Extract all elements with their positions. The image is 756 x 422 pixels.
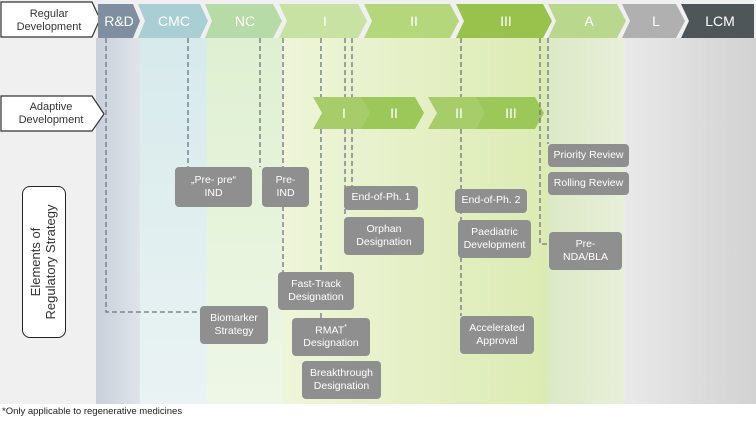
rmat-label-line: RMAT* [315,324,347,338]
rmat-asterisk: * [344,323,347,331]
paediatric-development-box: Paediatric Development [458,220,531,258]
fast-track-designation-box: Fast-Track Designation [278,272,354,310]
phase-i [279,4,367,38]
elements-label: Elements of Regulatory Strategy [28,204,58,320]
phase-lcm [681,4,754,38]
adaptive-development-arrow [0,95,105,132]
phase-iii [456,4,552,38]
phase-label-nc: NC [234,13,256,29]
end-of-ph1-box: End-of-Ph. 1 [344,186,418,210]
pre-nda-bla-box: Pre- NDA/BLA [549,232,622,270]
footnote: *Only applicable to regenerative medicin… [2,406,183,417]
adaptive-phase-i [313,97,372,129]
launch-column [624,38,756,404]
adaptive-development-label: Adaptive Development [18,101,84,127]
phase-nc [205,4,282,38]
breakthrough-designation-box: Breakthrough Designation [302,361,381,399]
phase-a [548,4,626,38]
adaptive-phase-ii [361,97,424,129]
pre-pre-ind-box: „Pre- pre“ IND [175,167,252,207]
phase-l [622,4,685,38]
phase-label-l: L [652,13,660,29]
adaptive-label-ii-2: II [455,105,463,121]
adaptive-phase-ii-2 [428,97,487,129]
phase-label-iii: III [500,13,512,29]
rd-column [96,38,140,404]
adaptive-label-i: I [342,105,346,121]
phase-label-lcm: LCM [705,13,735,29]
phase-label-ii: II [410,13,418,29]
connector-pre-nda [539,38,548,245]
rolling-review-box: Rolling Review [548,172,629,195]
connector-biomarker [105,38,200,313]
phase-label-rd: R&D [104,13,134,29]
rmat-designation-box: RMAT* Designation [292,318,370,356]
accelerated-approval-box: Accelerated Approval [460,316,534,354]
adaptive-label-ii: II [390,105,398,121]
approval-column [548,38,624,404]
biomarker-strategy-box: Biomarker Strategy [200,306,268,344]
nc-column [207,38,282,404]
pre-ind-box: Pre- IND [262,167,309,207]
phase-label-a: A [584,13,594,29]
rmat-label: RMAT [315,324,345,337]
phase-cmc [138,4,208,38]
end-of-ph2-box: End-of-Ph. 2 [455,189,527,213]
regular-development-arrow [0,1,101,38]
adaptive-phase-iii [476,97,544,129]
rmat-label-designation: Designation [303,337,359,350]
phase-label-cmc: CMC [158,13,190,29]
priority-review-box: Priority Review [548,144,629,167]
orphan-designation-box: Orphan Designation [344,217,424,255]
regular-development-label: Regular Development [16,8,82,34]
cmc-column [140,38,207,404]
phase-rd [98,4,140,38]
elements-label-box [22,186,66,338]
phase-ii [364,4,459,38]
adaptive-label-iii: III [505,105,517,121]
footnote-area [0,404,756,422]
phase-label-i: I [323,13,327,29]
